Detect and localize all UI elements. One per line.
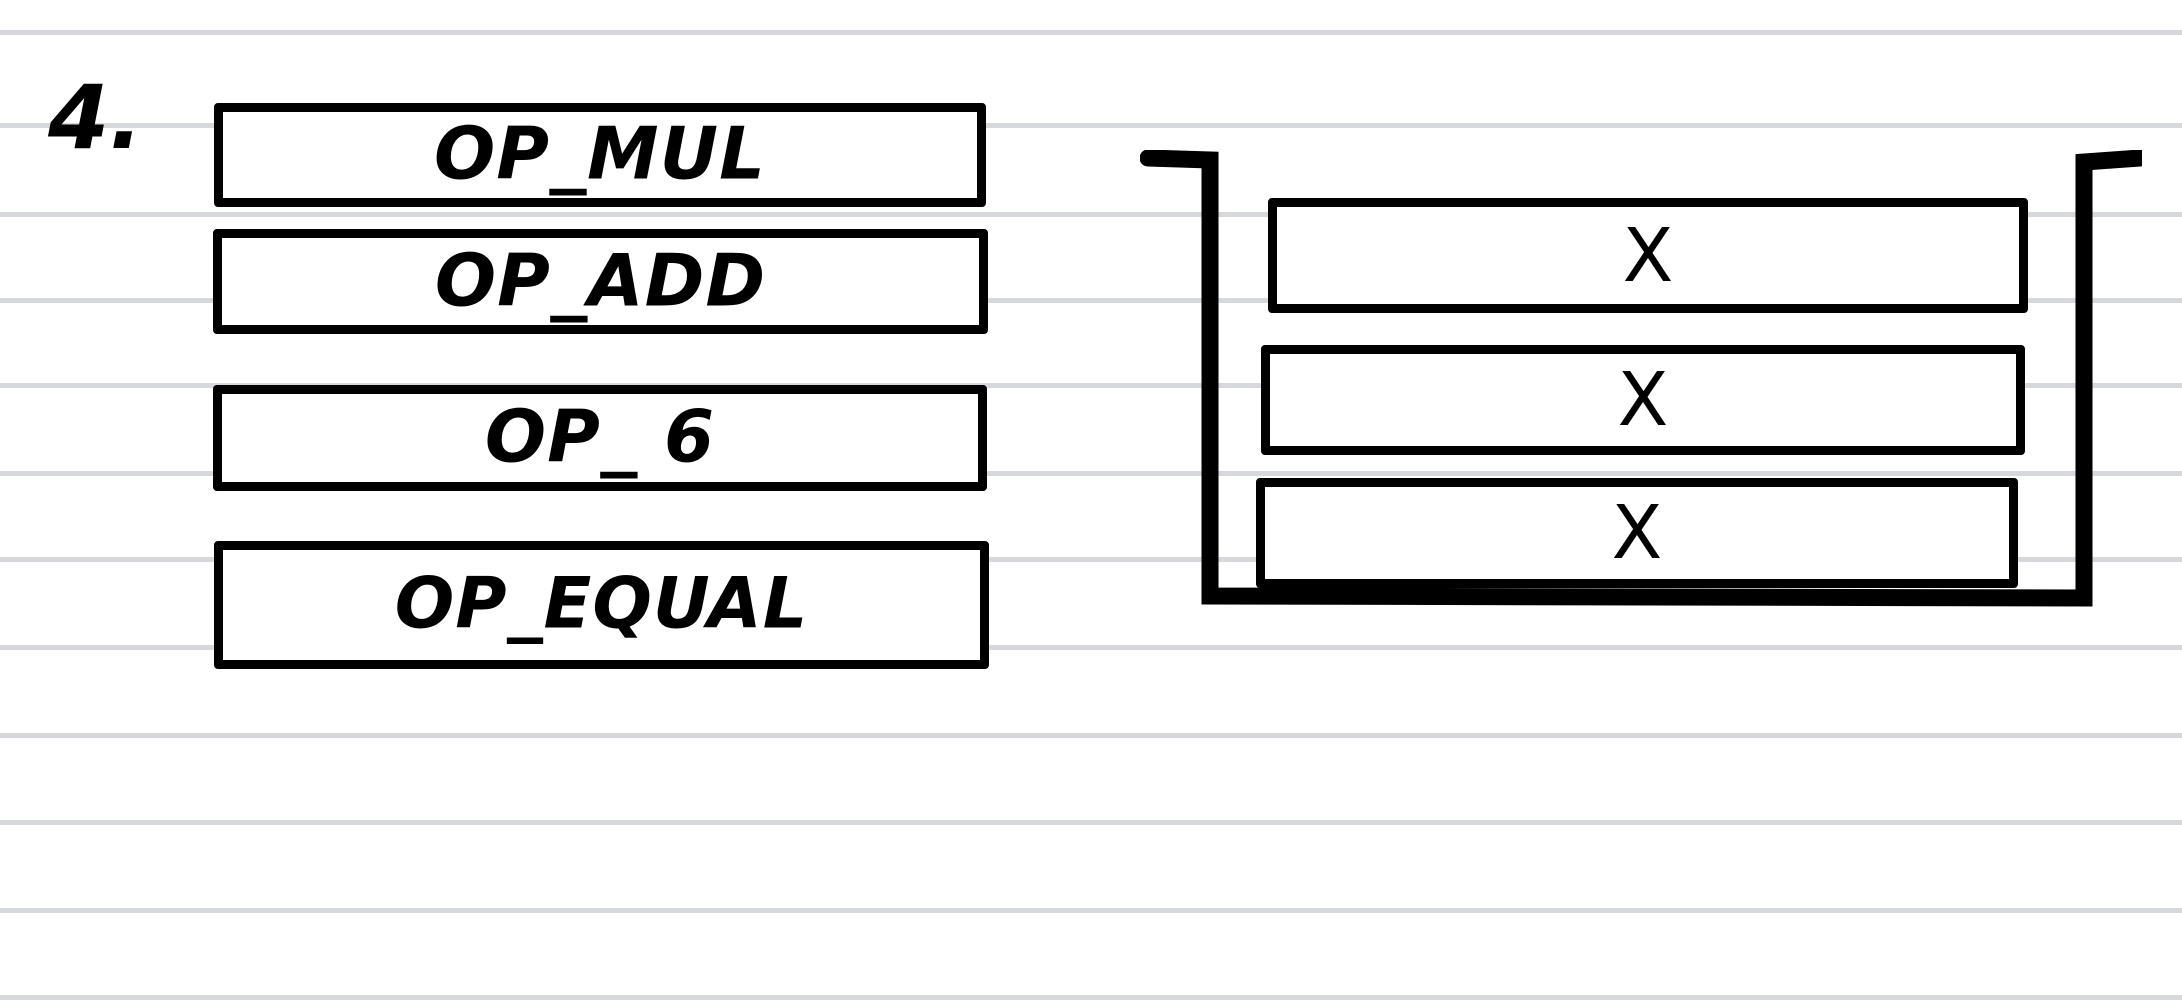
rule-line-2 <box>0 212 2182 217</box>
opcode-label-3: OP_EQUAL <box>394 562 809 645</box>
opcode-label-0: OP_MUL <box>434 111 766 196</box>
opcode-box-0[interactable]: OP_MUL <box>214 103 986 207</box>
x-box-0[interactable]: X <box>1268 198 2028 313</box>
opcode-box-3[interactable]: OP_EQUAL <box>214 541 989 669</box>
rule-line-0 <box>0 30 2182 35</box>
x-mark-0: X <box>1622 212 1674 299</box>
rule-line-5 <box>0 471 2182 476</box>
opcode-label-1: OP_ADD <box>434 238 767 323</box>
rule-line-6 <box>0 557 2182 562</box>
rule-line-1 <box>0 123 2182 128</box>
x-box-2[interactable]: X <box>1256 478 2018 588</box>
opcode-box-1[interactable]: OP_ADD <box>213 229 988 334</box>
rule-line-7 <box>0 645 2182 650</box>
rule-line-10 <box>0 908 2182 913</box>
x-mark-2: X <box>1611 490 1663 576</box>
rule-line-9 <box>0 820 2182 825</box>
opcode-box-2[interactable]: OP_ 6 <box>213 385 987 491</box>
rule-line-8 <box>0 733 2182 738</box>
opcode-label-2: OP_ 6 <box>484 394 716 479</box>
rule-line-11 <box>0 995 2182 1000</box>
item-number: 4. <box>48 66 143 169</box>
rule-line-3 <box>0 298 2182 303</box>
rule-line-4 <box>0 383 2182 388</box>
x-mark-1: X <box>1617 357 1669 443</box>
x-box-1[interactable]: X <box>1261 345 2025 455</box>
